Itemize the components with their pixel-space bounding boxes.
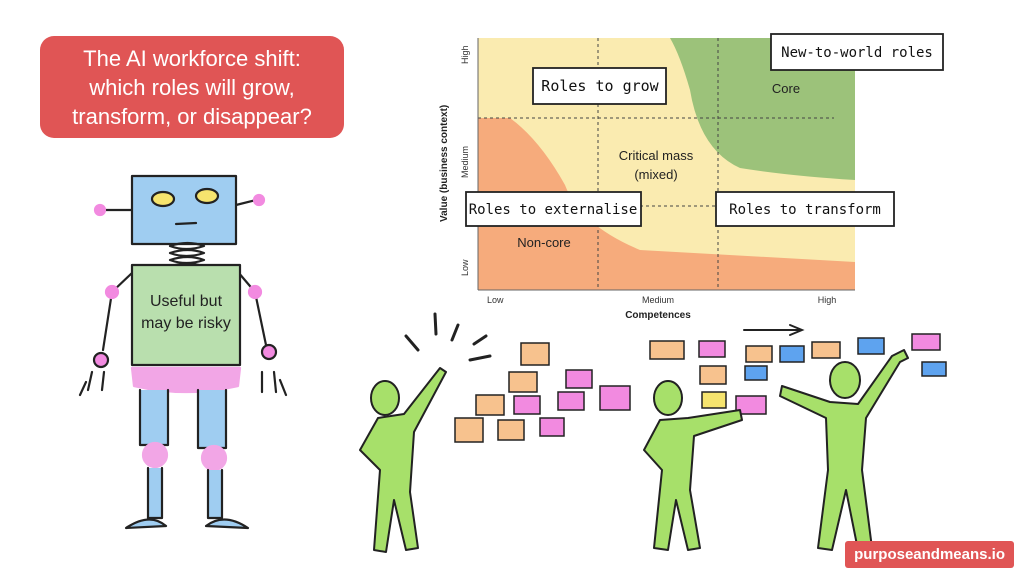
sticky-note: [649, 340, 685, 360]
callout-transform: Roles to transform: [729, 202, 881, 218]
sticky-note: [565, 369, 593, 389]
robot-left-eye: [150, 190, 176, 208]
sticky-note: [539, 417, 565, 437]
sticky-note: [735, 395, 767, 415]
robot-label-line-2: may be risky: [141, 315, 231, 332]
robot-left-knee: [141, 441, 169, 469]
matrix-y-axis-label: Value (business context): [439, 105, 450, 222]
excitement-mark: [468, 354, 492, 362]
sticky-note: [779, 345, 805, 363]
robot-right-hand: [260, 343, 278, 361]
robot-right-eye: [194, 187, 220, 205]
sticky-note: [508, 371, 538, 393]
matrix-y-tick-high: High: [460, 45, 470, 64]
sticky-note: [911, 333, 941, 351]
zone-label-core: Core: [772, 81, 800, 96]
matrix-x-tick-medium: Medium: [642, 295, 674, 305]
sticky-note: [513, 395, 541, 415]
sticky-note: [857, 337, 885, 355]
callout-externalise-box: [465, 191, 642, 227]
matrix-y-tick-medium: Medium: [460, 146, 470, 178]
robot-left-foot: [124, 518, 168, 530]
sticky-note: [745, 345, 773, 363]
matrix-zone-green: [670, 38, 855, 180]
robot-left-elbow: [104, 284, 120, 300]
excitement-mark: [472, 334, 488, 346]
robot-right-ear-knob: [252, 193, 266, 207]
callout-transform-box: [715, 191, 895, 227]
person-left: [359, 367, 447, 553]
robot-right-claw: [260, 370, 288, 397]
robot-left-ear-knob: [93, 203, 107, 217]
title-line-2: which roles will grow,: [89, 74, 295, 100]
sticky-note: [454, 417, 484, 443]
matrix-x-tick-high: High: [818, 295, 837, 305]
matrix-x-tick-low: Low: [487, 295, 504, 305]
zone-label-noncore: Non-core: [517, 235, 570, 250]
sticky-note: [520, 342, 550, 366]
sticky-note: [599, 385, 631, 411]
person-middle: [643, 380, 743, 551]
excitement-mark: [404, 334, 420, 352]
robot-left-shin: [146, 466, 164, 520]
excitement-mark: [450, 323, 460, 342]
robot-hips: [130, 366, 242, 394]
callout-new-to-world: New-to-world roles: [781, 45, 933, 61]
callout-grow: Roles to grow: [541, 77, 659, 95]
robot-torso: [130, 263, 242, 367]
title-banner: The AI workforce shift: which roles will…: [40, 36, 344, 138]
matrix-zone-orange: [478, 118, 855, 290]
sticky-note: [744, 365, 768, 381]
zone-label-critical-mass: Critical mass: [619, 148, 694, 163]
excitement-mark: [433, 312, 438, 336]
robot-right-foot: [204, 518, 250, 530]
sticky-note: [811, 341, 841, 359]
robot-mouth: [174, 221, 198, 226]
robot-right-elbow: [247, 284, 263, 300]
matrix-y-tick-low: Low: [460, 259, 470, 276]
sticky-note: [701, 391, 727, 409]
robot-right-shin: [206, 468, 224, 520]
zone-label-mixed: (mixed): [634, 167, 677, 182]
progress-arrow-head: [789, 324, 805, 336]
sticky-note: [497, 419, 525, 441]
robot-spring-neck: [168, 241, 206, 268]
sticky-note: [921, 361, 947, 377]
callout-externalise: Roles to externalise: [469, 202, 638, 218]
robot-label-line-1: Useful but: [150, 293, 223, 310]
robot-right-ear: [234, 198, 258, 207]
sticky-note: [557, 391, 585, 411]
sticky-note: [698, 340, 726, 358]
callout-grow-box: [532, 67, 667, 105]
title-line-3: transform, or disappear?: [72, 103, 312, 129]
title-line-1: The AI workforce shift:: [83, 45, 301, 71]
robot-left-hand: [92, 351, 110, 369]
callout-new-to-world-box: [770, 33, 944, 71]
sticky-note: [699, 365, 727, 385]
robot-left-claw: [78, 370, 106, 397]
person-right: [779, 349, 909, 551]
matrix-x-axis-label: Competences: [625, 310, 691, 321]
brand-badge: purposeandmeans.io: [845, 541, 1014, 568]
sticky-note: [475, 394, 505, 416]
